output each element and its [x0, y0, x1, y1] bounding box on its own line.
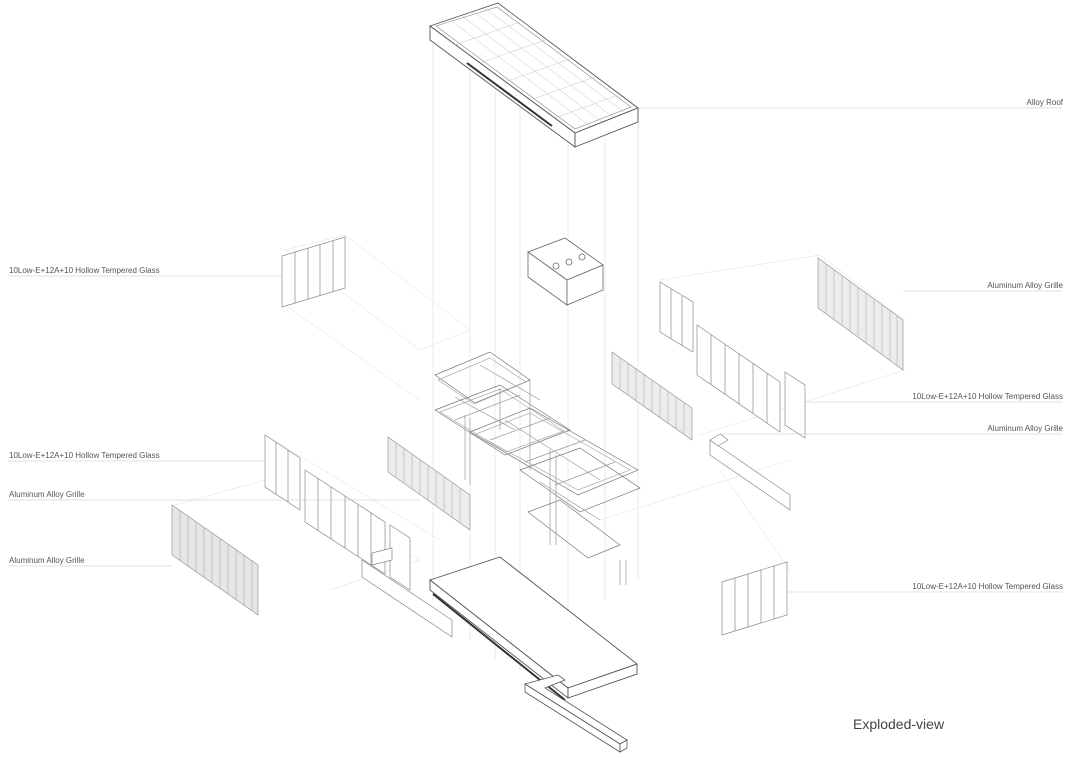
glass-panel-lower-right	[721, 561, 788, 636]
label-grille-lower-left-1: Aluminum Alloy Grille	[9, 490, 85, 499]
projection-lines	[432, 40, 639, 690]
low-wall-elements	[361, 433, 791, 638]
label-alloy-roof: Alloy Roof	[1026, 98, 1063, 107]
label-glass-upper-left: 10Low-E+12A+10 Hollow Tempered Glass	[9, 266, 160, 275]
steel-frame-structure	[434, 351, 641, 585]
label-grille-upper-right: Aluminum Alloy Grille	[987, 281, 1063, 290]
label-grille-mid-right: Aluminum Alloy Grille	[987, 424, 1063, 433]
label-glass-lower-right: 10Low-E+12A+10 Hollow Tempered Glass	[912, 582, 1063, 591]
grille-lower-left-inner	[387, 436, 471, 531]
grille-mid-center	[611, 351, 693, 441]
entrance-ramp	[524, 674, 628, 753]
drawing-caption: Exploded-view	[853, 716, 945, 732]
glass-panel-upper-left	[281, 236, 346, 308]
label-glass-mid-right: 10Low-E+12A+10 Hollow Tempered Glass	[912, 392, 1063, 401]
floor-slab	[429, 556, 638, 701]
grille-upper-right	[817, 257, 904, 371]
glass-panel-lower-left	[264, 434, 411, 591]
label-grille-lower-left-2: Aluminum Alloy Grille	[9, 556, 85, 565]
glass-panel-mid-right	[659, 281, 806, 439]
core-service-box	[527, 237, 604, 306]
leader-lines	[8, 107, 1062, 593]
alloy-roof	[429, 2, 639, 148]
grille-lower-left-outer	[171, 504, 259, 616]
label-glass-lower-left: 10Low-E+12A+10 Hollow Tempered Glass	[9, 451, 160, 460]
